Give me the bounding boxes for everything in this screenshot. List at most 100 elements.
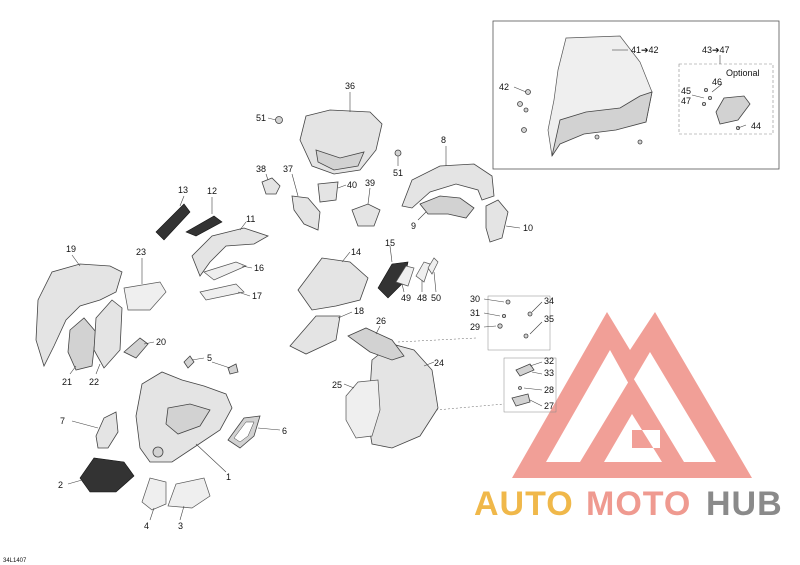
part-11 bbox=[191, 227, 269, 277]
callout-11: 11 bbox=[246, 214, 255, 224]
fastener bbox=[702, 102, 707, 107]
fastener bbox=[594, 134, 600, 140]
callout-49: 49 bbox=[401, 293, 411, 303]
part-49 bbox=[395, 265, 415, 287]
callout-44: 44 bbox=[751, 121, 761, 131]
vent-2 bbox=[79, 457, 135, 493]
callout-42: 42 bbox=[499, 82, 509, 92]
leader bbox=[423, 361, 435, 367]
windshield-inset: 41➔42 43➔47 Optional 42 46 45 47 44 bbox=[492, 20, 780, 170]
part-8 bbox=[401, 163, 495, 209]
part-20 bbox=[123, 337, 149, 359]
leader-dashed bbox=[435, 403, 505, 411]
leader bbox=[505, 225, 521, 229]
callout-47: 47 bbox=[681, 96, 691, 106]
callout-10: 10 bbox=[523, 223, 533, 233]
fastener bbox=[497, 323, 503, 329]
leader bbox=[483, 298, 505, 303]
leader bbox=[149, 507, 155, 521]
right-lower-panel-group: 26 24 25 bbox=[332, 316, 505, 449]
leader bbox=[401, 283, 405, 293]
callout-40: 40 bbox=[347, 180, 357, 190]
leader bbox=[71, 420, 99, 429]
callout-15: 15 bbox=[385, 238, 395, 248]
callout-19: 19 bbox=[66, 244, 76, 254]
part-22 bbox=[93, 299, 123, 369]
leader bbox=[337, 184, 347, 189]
bracket-group: 38 37 40 39 bbox=[256, 164, 381, 231]
leader bbox=[523, 387, 543, 391]
part-6-inner bbox=[233, 421, 255, 443]
headlight-housing-group: 36 51 51 bbox=[256, 81, 403, 178]
callout-32: 32 bbox=[544, 356, 554, 366]
callout-24: 24 bbox=[434, 358, 444, 368]
leader bbox=[67, 479, 83, 485]
watermark-hub: HUB bbox=[706, 485, 783, 523]
vent-13 bbox=[155, 203, 191, 241]
part-25 bbox=[345, 379, 381, 439]
part-40 bbox=[317, 181, 339, 203]
leader bbox=[179, 505, 185, 521]
leader bbox=[367, 187, 371, 205]
fastener bbox=[704, 88, 709, 93]
fastener bbox=[518, 386, 522, 390]
part-3 bbox=[167, 477, 211, 509]
callout-31: 31 bbox=[470, 308, 480, 318]
leader bbox=[529, 361, 543, 367]
callout-9: 9 bbox=[411, 221, 416, 231]
leader bbox=[483, 312, 501, 317]
callout-33: 33 bbox=[544, 368, 554, 378]
leader bbox=[257, 427, 281, 431]
part-37 bbox=[291, 195, 321, 231]
part-17 bbox=[199, 283, 245, 301]
logo-inner-g bbox=[580, 376, 684, 462]
clip-5 bbox=[227, 363, 239, 375]
left-panel-group: 19 23 20 21 22 bbox=[35, 244, 167, 387]
clip-5 bbox=[183, 355, 195, 369]
wind-deflector bbox=[715, 95, 751, 125]
leader bbox=[71, 254, 81, 267]
part-23 bbox=[123, 281, 167, 311]
part-21 bbox=[67, 317, 97, 371]
leader-dashed bbox=[397, 337, 477, 343]
leader bbox=[417, 211, 427, 221]
callout-17: 17 bbox=[252, 291, 262, 301]
watermark-moto: MOTO bbox=[586, 485, 691, 523]
callout-51-right: 51 bbox=[393, 168, 403, 178]
leader bbox=[375, 325, 381, 335]
leader bbox=[179, 195, 185, 207]
callout-4: 4 bbox=[144, 521, 149, 531]
windshield-trim bbox=[551, 91, 653, 157]
leader bbox=[239, 221, 247, 231]
leader bbox=[195, 443, 227, 473]
callout-18: 18 bbox=[354, 306, 364, 316]
leader bbox=[531, 371, 543, 375]
callout-6: 6 bbox=[282, 426, 287, 436]
callout-26: 26 bbox=[376, 316, 386, 326]
optional-frame bbox=[678, 63, 774, 135]
callout-14: 14 bbox=[351, 247, 361, 257]
part-39 bbox=[351, 203, 381, 227]
callout-7: 7 bbox=[60, 416, 65, 426]
leader bbox=[191, 357, 205, 361]
optional-label: Optional bbox=[726, 68, 760, 78]
callout-23: 23 bbox=[136, 247, 146, 257]
drawing-code: 34L1407 bbox=[3, 558, 27, 564]
headlight-lens bbox=[315, 149, 365, 171]
callout-12: 12 bbox=[207, 186, 217, 196]
part-14 bbox=[297, 257, 369, 311]
leader bbox=[211, 361, 231, 369]
callout-1: 1 bbox=[226, 472, 231, 482]
callout-16: 16 bbox=[254, 263, 264, 273]
part-50 bbox=[427, 257, 439, 275]
part-1-opening bbox=[165, 403, 211, 435]
fastener bbox=[517, 101, 523, 107]
leader bbox=[237, 291, 251, 297]
part-48 bbox=[415, 261, 431, 283]
fastener bbox=[523, 107, 529, 113]
leader bbox=[711, 83, 723, 93]
callout-21: 21 bbox=[62, 377, 72, 387]
front-nose-group: 5 6 7 2 1 4 3 bbox=[58, 353, 287, 531]
hardware-box-upper bbox=[487, 295, 551, 351]
